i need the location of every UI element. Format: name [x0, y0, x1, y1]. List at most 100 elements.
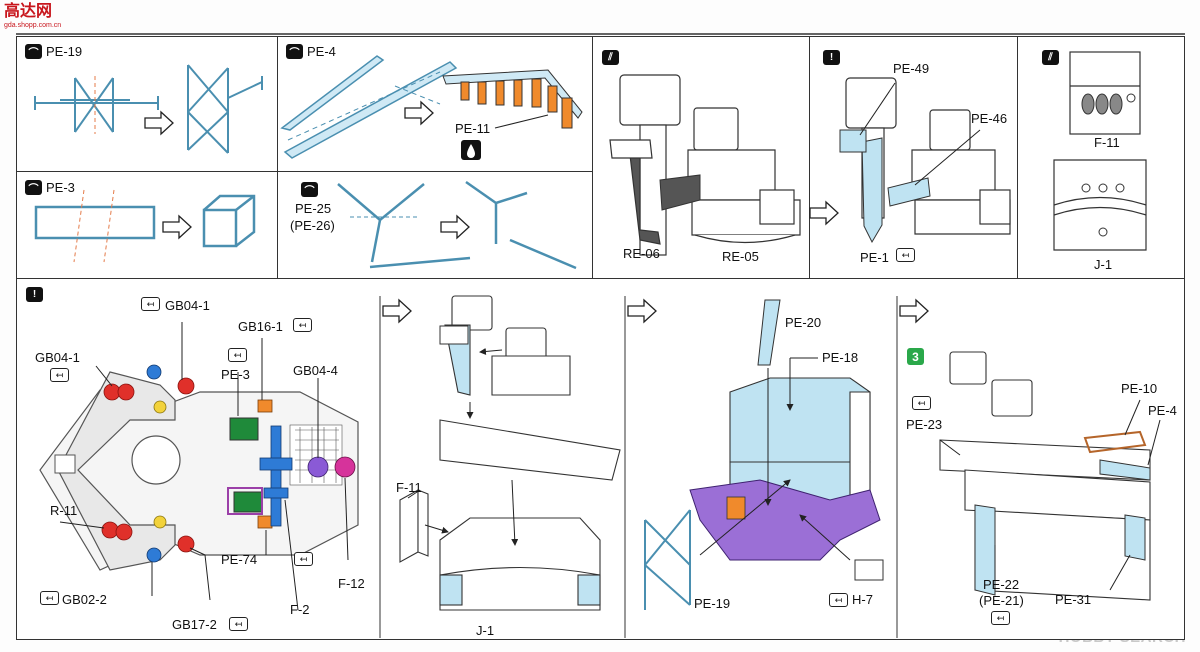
label-pe20: PE-20: [785, 315, 822, 330]
yellow-parts: [153, 400, 167, 529]
remove-icon: ↤: [293, 318, 312, 332]
pe11-bent-part: [442, 69, 583, 129]
label-gb16-1: GB16-1: [238, 319, 283, 334]
site-logo: 高达网: [4, 3, 53, 20]
j1-part: [1053, 159, 1147, 251]
label-f11: F-11: [1094, 135, 1120, 150]
label-pe49: PE-49: [893, 61, 930, 76]
label-pe19: PE-19: [46, 44, 83, 59]
pe19-bent-part: [187, 64, 263, 154]
orange-block-part: [726, 496, 746, 520]
label-pe3-top: PE-3: [46, 180, 75, 195]
remove-icon: ↤: [229, 617, 248, 631]
f11-part: [1069, 51, 1141, 135]
re06-part: [609, 74, 681, 256]
pe3-bent-part: [202, 194, 256, 248]
attention-icon: !: [26, 287, 43, 302]
remove-icon: ↤: [294, 552, 313, 566]
label-pe10: PE-10: [1121, 381, 1158, 396]
arrow-right-icon: [627, 298, 657, 324]
bend-icon: ⌒: [301, 182, 318, 197]
pe49-part: [839, 129, 867, 153]
label-pe46: PE-46: [971, 111, 1008, 126]
label-f11-step2: F-11: [396, 480, 422, 495]
remove-icon: ↤: [40, 591, 59, 605]
label-pe74: PE-74: [221, 552, 258, 567]
remove-icon: ↤: [829, 593, 848, 607]
label-f2: F-2: [290, 602, 310, 617]
label-gb17-2: GB17-2: [172, 617, 217, 632]
arrow-right-icon: [162, 214, 192, 240]
pe4-flat-part: [280, 55, 458, 159]
pe19-tower: [644, 509, 691, 610]
remove-icon: ↤: [896, 248, 915, 262]
label-pe25: PE-25: [295, 201, 332, 216]
glue-icon: [461, 140, 481, 160]
label-pe3-bottom: PE-3: [221, 367, 250, 382]
label-j1: J-1: [1094, 257, 1113, 272]
remove-icon: ↤: [50, 368, 69, 382]
bend-icon: ⌒: [25, 44, 42, 59]
pe4-part: [1099, 459, 1151, 481]
pe3-flat-part: [34, 205, 156, 240]
h7-part: [854, 559, 884, 581]
pe1-part: [861, 137, 883, 244]
step2-bridge-top: [439, 295, 621, 481]
label-pe31: PE-31: [1055, 592, 1092, 607]
pe22-part: [974, 504, 996, 596]
pe25-bent-part: [465, 180, 577, 270]
blue-small-parts: [146, 364, 162, 563]
label-pe22: PE-22: [983, 577, 1020, 592]
orange-parts: [257, 399, 273, 529]
label-h7: H-7: [852, 592, 873, 607]
panel-pe3: [16, 171, 278, 279]
paint-icon: ⫽: [602, 50, 619, 65]
label-re05: RE-05: [722, 249, 759, 264]
site-logo-sub: gda.shopp.com.cn: [4, 22, 62, 29]
paint-icon: ⫽: [1042, 50, 1059, 65]
remove-icon: ↤: [228, 348, 247, 362]
remove-icon: ↤: [912, 396, 931, 410]
f11-port-holes: [1081, 93, 1136, 115]
label-f12: F-12: [338, 576, 365, 591]
attention-icon: !: [823, 50, 840, 65]
label-pe4-step4: PE-4: [1148, 403, 1177, 418]
arrow-right-icon: [144, 110, 174, 136]
label-pe23: PE-23: [906, 417, 943, 432]
j1-port-holes: [1081, 183, 1125, 237]
red-parts: [101, 377, 195, 553]
label-pe26: (PE-26): [290, 218, 335, 233]
step2-hull-j1: [439, 517, 601, 611]
label-pe1: PE-1: [860, 250, 889, 265]
label-re06: RE-06: [623, 246, 660, 261]
pe19-flat-part: [34, 77, 159, 133]
pe46-part: [887, 177, 931, 207]
label-pe4: PE-4: [307, 44, 336, 59]
step4-superstructure: [939, 351, 1151, 601]
label-pe11: PE-11: [455, 121, 491, 136]
arrow-right-icon: [404, 100, 434, 126]
label-gb02-2: GB02-2: [62, 592, 107, 607]
label-gb04-1-left: GB04-1: [35, 350, 80, 365]
label-pe19-step3: PE-19: [694, 596, 731, 611]
label-pe18: PE-18: [822, 350, 859, 365]
arrow-right-icon: [899, 298, 929, 324]
re05-part: [687, 107, 801, 244]
blue-mast-part: [259, 425, 293, 527]
label-pe21: (PE-21): [979, 593, 1024, 608]
label-gb04-1-top: GB04-1: [165, 298, 210, 313]
pe25-flat-part: [337, 183, 471, 269]
pe10-part: [1083, 430, 1147, 454]
magenta-part: [334, 456, 356, 478]
arrow-right-icon: [440, 214, 470, 240]
label-j1-step2: J-1: [476, 623, 495, 638]
label-r11: R-11: [50, 503, 78, 518]
step2-f11-panel: [399, 489, 429, 563]
remove-icon: ↤: [991, 611, 1010, 625]
pe31-part: [1124, 514, 1146, 561]
violet-part: [307, 456, 329, 478]
remove-icon: ↤: [141, 297, 160, 311]
arrow-right-icon: [382, 298, 412, 324]
